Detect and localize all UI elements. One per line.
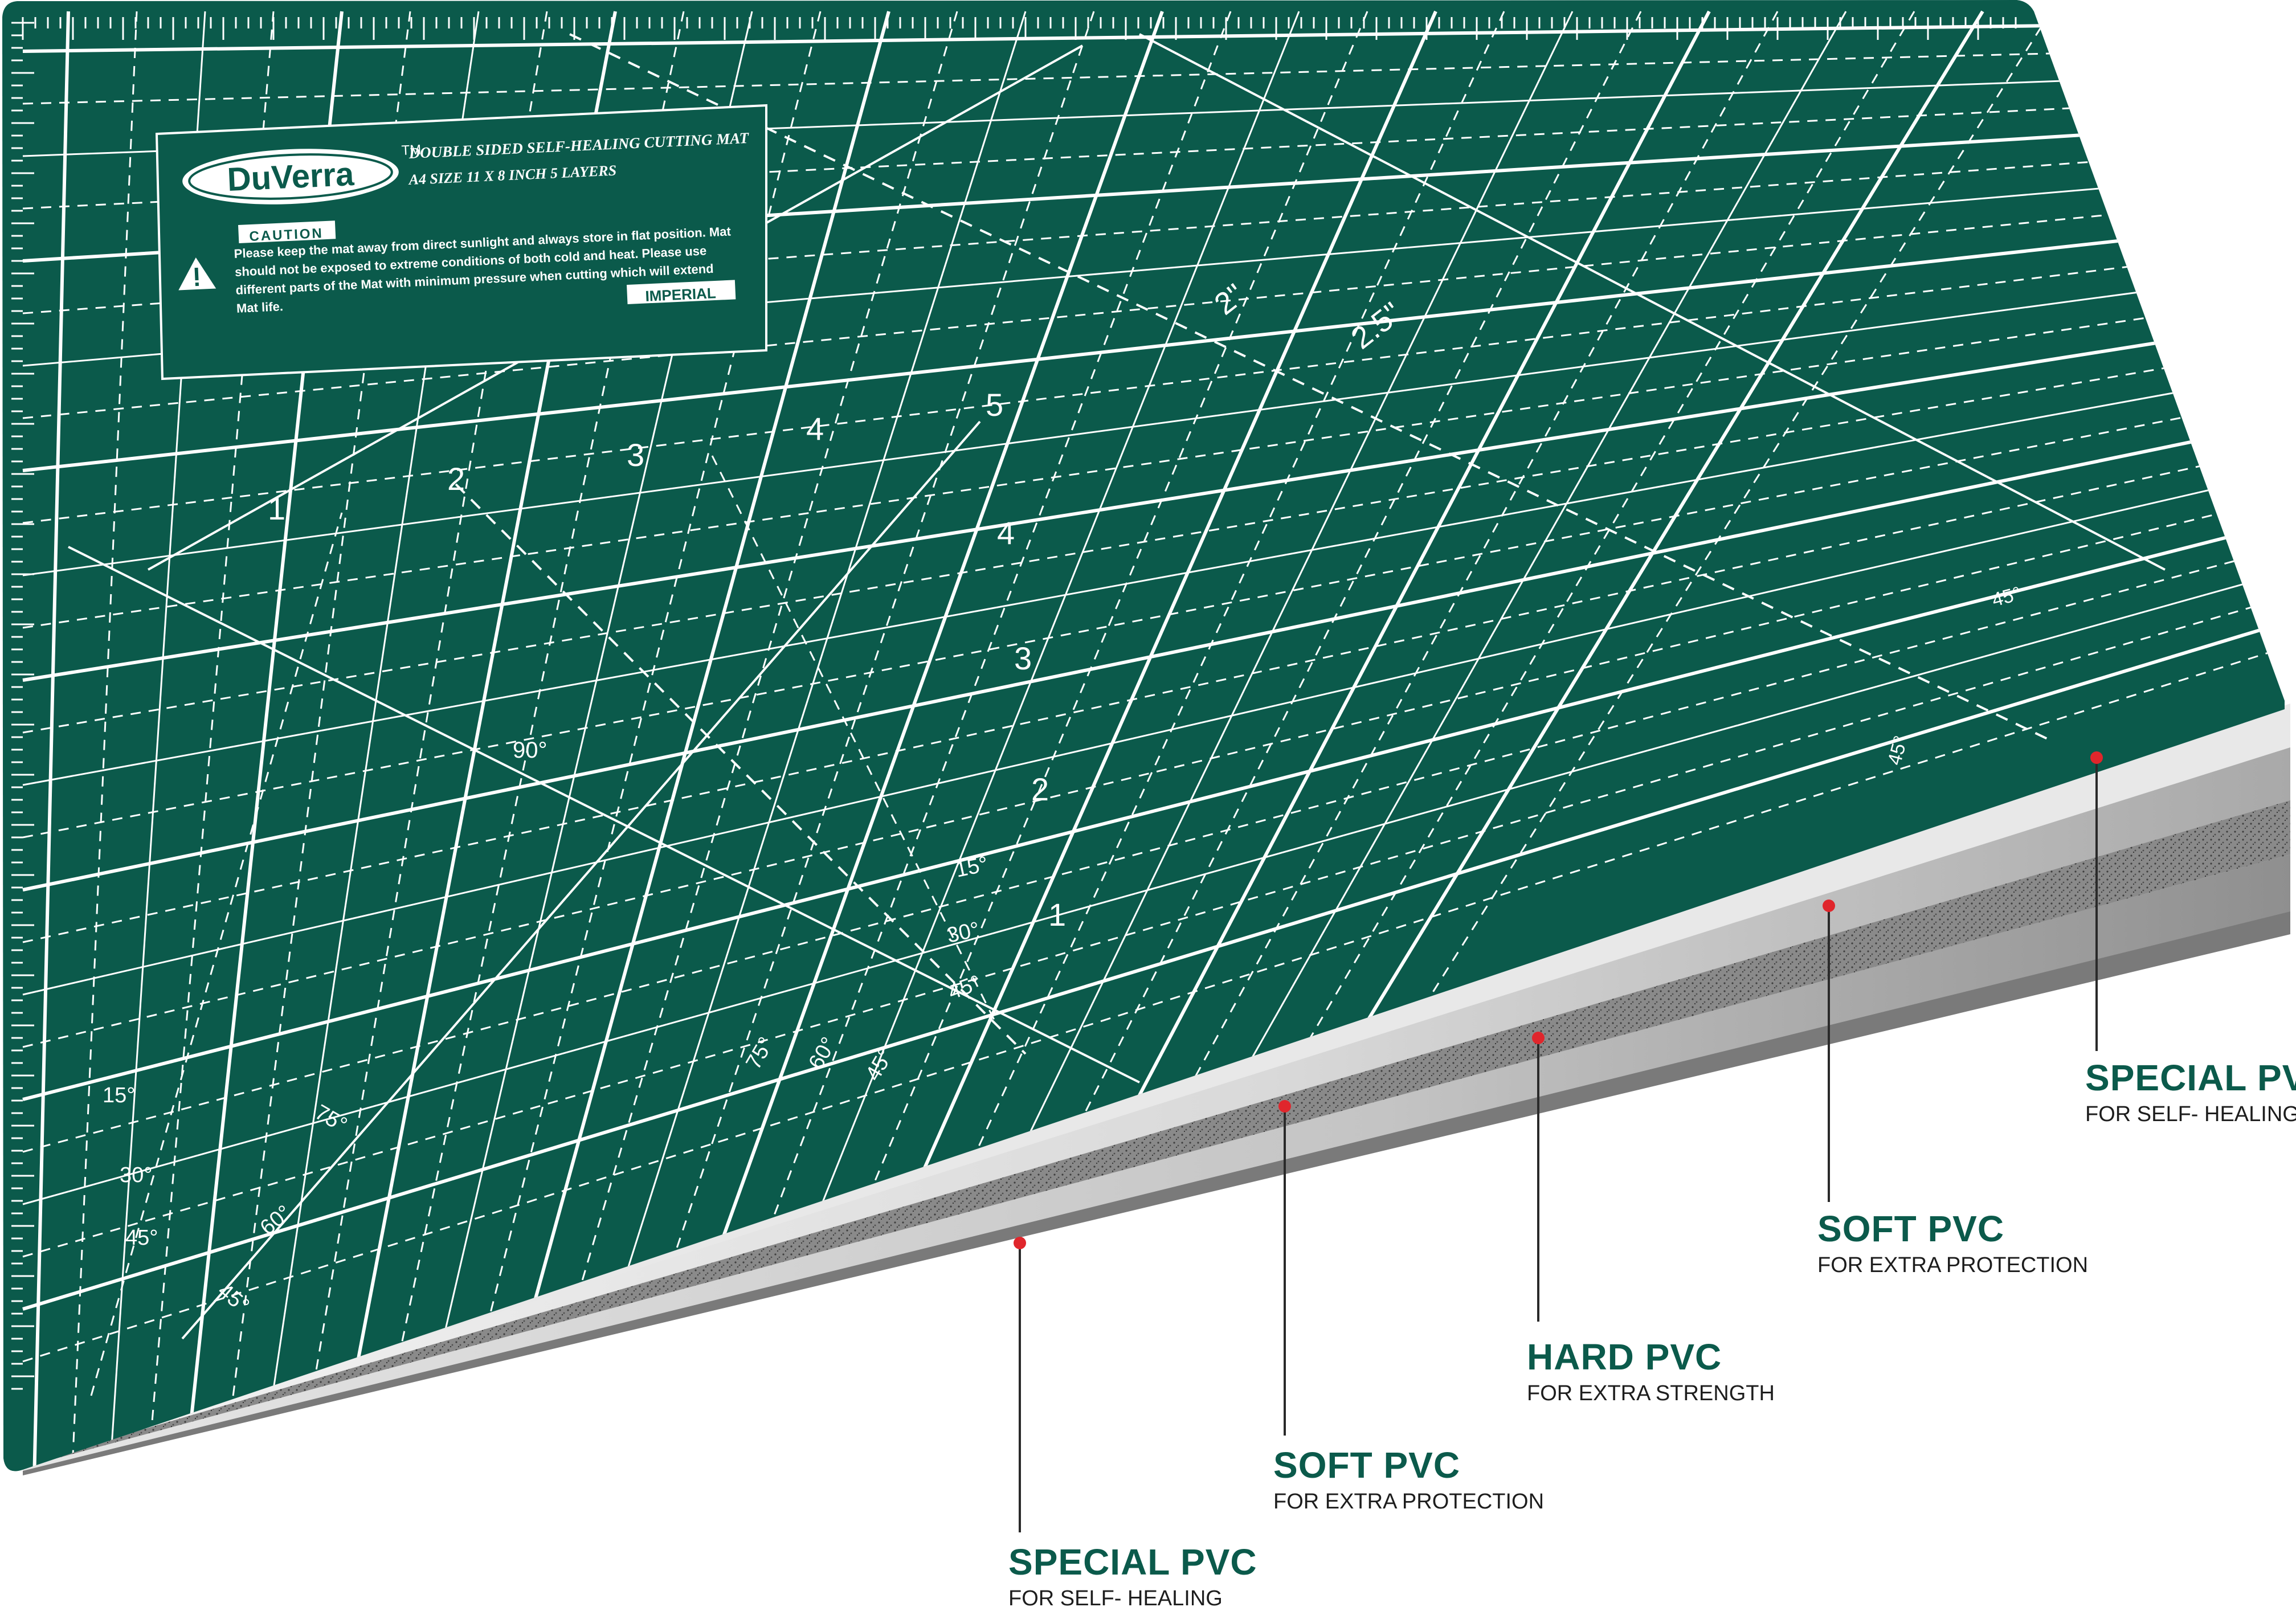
callout-soft-pvc-left: SOFT PVC FOR EXTRA PROTECTION bbox=[1273, 1447, 1544, 1514]
imperial-label: IMPERIAL bbox=[645, 284, 717, 305]
top-number-5: 5 bbox=[986, 387, 1003, 423]
angle-label-30-left: 30° bbox=[120, 1163, 152, 1187]
side-number-1: 1 bbox=[1048, 897, 1066, 933]
imperial-badge bbox=[627, 280, 736, 304]
callout-title: SOFT PVC bbox=[1273, 1445, 1461, 1486]
diagonal-line bbox=[711, 455, 998, 1026]
grid-row-line bbox=[22, 97, 2279, 210]
top-number-4: 4 bbox=[806, 411, 824, 447]
dot-layer-1 bbox=[1014, 1237, 1026, 1249]
side-number-3: 3 bbox=[1014, 640, 1032, 676]
callout-subtitle: FOR EXTRA PROTECTION bbox=[1817, 1253, 2089, 1277]
callout-special-pvc-top: SPECIAL PVC FOR SELF- HEALING bbox=[2085, 1060, 2296, 1127]
grid-row-line bbox=[22, 398, 2279, 839]
grid-col-line bbox=[296, 11, 548, 1471]
diagonal-line bbox=[569, 33, 2052, 742]
grid-row-line bbox=[22, 47, 2279, 105]
caution-label: CAUTION bbox=[249, 226, 324, 244]
grid-col-line bbox=[371, 11, 685, 1471]
grid-row-line bbox=[22, 498, 2279, 1048]
layer-4-soft-pvc bbox=[23, 854, 2290, 1471]
grid-row-line bbox=[22, 448, 2279, 943]
callout-hard-pvc: HARD PVC FOR EXTRA STRENGTH bbox=[1527, 1339, 1775, 1406]
angle-label-45-left: 45° bbox=[125, 1226, 158, 1250]
top-number-3: 3 bbox=[627, 437, 644, 473]
top-number-1: 1 bbox=[268, 490, 285, 526]
caution-badge bbox=[238, 220, 336, 243]
grid-col-line bbox=[597, 11, 1095, 1471]
warning-icon bbox=[178, 257, 216, 291]
grid-row-line bbox=[22, 623, 2279, 1311]
top-number-2: 2 bbox=[447, 461, 465, 497]
grid-col-line bbox=[522, 11, 958, 1471]
angle-label-15-left: 15° bbox=[103, 1083, 135, 1107]
diagonal-line bbox=[1139, 33, 2166, 571]
callout-subtitle: FOR SELF- HEALING bbox=[1008, 1587, 1223, 1610]
side-number-4: 4 bbox=[997, 515, 1015, 551]
callout-subtitle: FOR EXTRA STRENGTH bbox=[1527, 1381, 1775, 1405]
grid-row-line bbox=[22, 147, 2279, 314]
callout-title: SOFT PVC bbox=[1817, 1208, 2005, 1249]
grid-col-line bbox=[71, 11, 138, 1471]
grid-row-line bbox=[22, 272, 2279, 576]
logo-text: DuVerra bbox=[226, 156, 355, 198]
callout-special-pvc-bottom: SPECIAL PVC FOR SELF- HEALING bbox=[1008, 1544, 1257, 1611]
grid-row-line bbox=[22, 322, 2279, 682]
side-number-2: 2 bbox=[1031, 771, 1049, 807]
grid-row-line bbox=[22, 297, 2279, 629]
grid-row-line bbox=[22, 473, 2279, 996]
grid-row-line bbox=[22, 573, 2279, 1205]
callout-subtitle: FOR SELF- HEALING bbox=[2085, 1102, 2296, 1126]
diagonal-line bbox=[181, 420, 981, 1340]
callout-dots bbox=[1014, 751, 2103, 1249]
grid-col-line bbox=[672, 11, 1232, 1471]
dot-layer-4 bbox=[1823, 899, 1835, 912]
dot-layer-3 bbox=[1532, 1032, 1545, 1044]
diagonal-line bbox=[90, 512, 343, 1396]
grid-row-line bbox=[22, 373, 2279, 786]
info-panel: DuVerra TM DOUBLE SIDED SELF-HEALING CUT… bbox=[155, 104, 767, 381]
callout-title: SPECIAL PVC bbox=[1008, 1542, 1257, 1583]
angle-label-90: 90° bbox=[513, 738, 548, 763]
grid-row-line bbox=[22, 548, 2279, 1153]
grid-row-line bbox=[22, 197, 2279, 419]
callout-title: HARD PVC bbox=[1527, 1336, 1722, 1377]
grid-col-line bbox=[447, 11, 822, 1471]
dot-layer-5 bbox=[2090, 751, 2103, 764]
grid-col-line bbox=[559, 11, 1027, 1471]
trademark: TM bbox=[401, 142, 422, 158]
callout-subtitle: FOR EXTRA PROTECTION bbox=[1273, 1490, 1545, 1514]
diagonal-line bbox=[68, 546, 1140, 1083]
grid-row-line bbox=[22, 648, 2279, 1363]
grid-row-line bbox=[22, 522, 2279, 1101]
logo-badge bbox=[182, 149, 399, 205]
grid-col-line bbox=[484, 11, 890, 1471]
diagonal-line bbox=[455, 483, 1027, 1055]
callout-leaders bbox=[1019, 758, 2098, 1532]
callout-title: SPECIAL PVC bbox=[2085, 1057, 2296, 1098]
grid-col-line bbox=[973, 11, 1779, 1471]
grid-row-line bbox=[22, 247, 2279, 524]
callout-soft-pvc-right: SOFT PVC FOR EXTRA PROTECTION bbox=[1817, 1211, 2088, 1278]
grid-col-line bbox=[32, 11, 70, 1471]
dot-layer-2 bbox=[1278, 1100, 1291, 1113]
